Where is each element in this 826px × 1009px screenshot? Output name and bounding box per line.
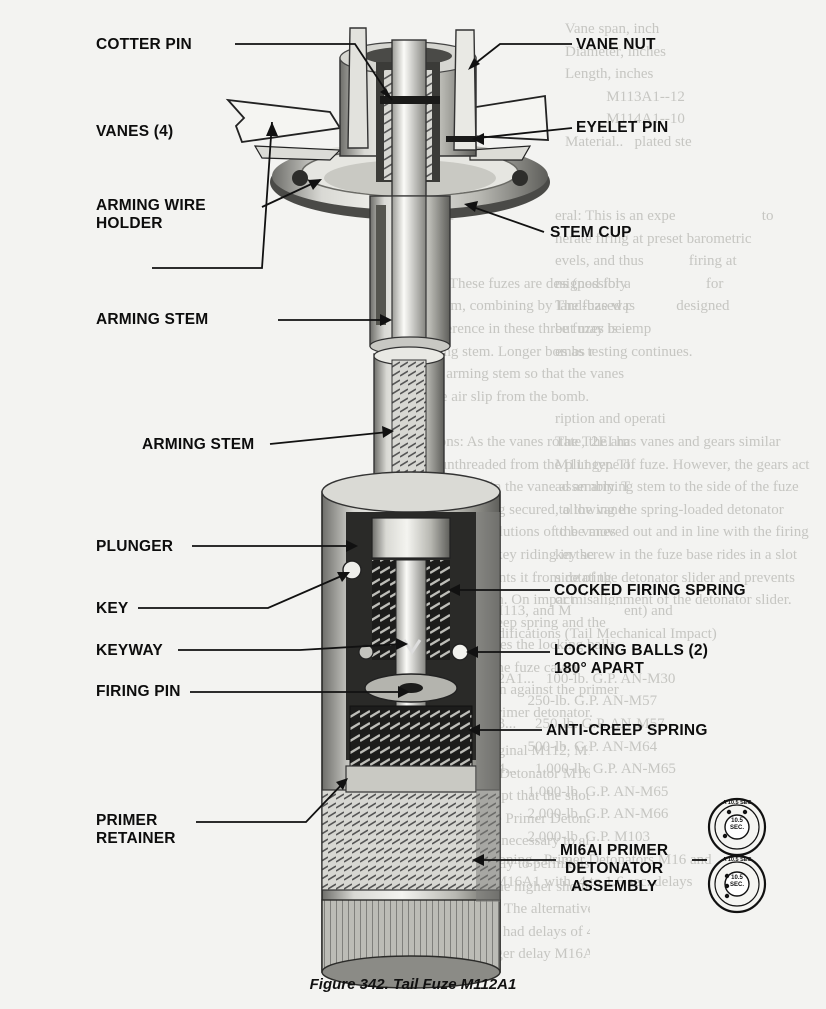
- dial-top-ring-text: A 10.5 SEC: [722, 800, 752, 806]
- label-eyelet-pin: EYELET PIN: [576, 119, 669, 136]
- leader-lines-right: [448, 43, 707, 866]
- background-text-line: 14... 1,000-lb. G.P. AN-M65: [490, 761, 676, 778]
- dial-bottom-value: 10.5: [731, 875, 743, 881]
- label-arming-wire-holder: ARMING WIRE HOLDER: [96, 197, 206, 233]
- leader-vane-nut: [471, 43, 572, 67]
- label-primer-detonator-line3: ASSEMBLY: [571, 878, 658, 895]
- leader-lines: [138, 43, 410, 823]
- dial-bottom-ring-text: A 10.5 SEC: [722, 857, 752, 863]
- leader-key: [138, 573, 347, 609]
- background-text-line: ns (possibly for: [555, 275, 724, 292]
- dial-bottom-unit: SEC.: [729, 882, 744, 888]
- background-text-lower-left: M113, and M ent) and odifications (Tail M…: [490, 600, 826, 970]
- background-text-line: Diameter, inches: [445, 43, 667, 60]
- label-firing-pin: FIRING PIN: [96, 683, 181, 700]
- background-text-line: es as testing continues.: [555, 343, 693, 360]
- label-vanes: VANES (4): [96, 123, 174, 140]
- dial-bottom-center-text: 10.5 SEC.: [724, 875, 750, 889]
- background-text-line: 250-lb. G.P. AN-M57: [490, 693, 658, 710]
- background-text-line: side of the detonator slider and prevent…: [555, 569, 795, 586]
- background-text-line: , allowing the spring-loaded detonator: [555, 501, 784, 518]
- leader-eyelet-pin: [477, 127, 573, 139]
- label-stem-cup: STEM CUP: [550, 224, 632, 241]
- background-text-line: M16A1 with .4 to 1.6 sec. delays: [490, 874, 693, 891]
- label-key: KEY: [96, 600, 129, 617]
- background-text-line: nerate firing at preset barometric: [555, 230, 752, 247]
- leader-cotter-pin: [235, 43, 393, 101]
- label-vane-nut: VANE NUT: [576, 36, 656, 53]
- background-text-line: Material.. plated ste: [445, 133, 692, 150]
- label-locking-balls: LOCKING BALLS (2) 180° APART: [554, 642, 708, 678]
- label-arming-stem-mid: ARMING STEM: [142, 436, 255, 453]
- label-anti-creep-spring: ANTI-CREEP SPRING: [546, 722, 708, 739]
- label-primer-detonator-line2: DETONATOR: [565, 860, 664, 877]
- label-cocked-firing-spring: COCKED FIRING SPRING: [554, 582, 746, 599]
- background-text-line: 1,000-lb. G.P. AN-M65: [490, 783, 669, 800]
- background-text-line: The fuze was designed: [555, 298, 730, 315]
- background-text-line: evels, and thus firing at: [555, 253, 737, 270]
- label-primer-retainer-line2: RETAINER: [96, 830, 176, 847]
- label-primer-detonator: MI6AI PRIMER DETONATOR ASSEMBLY: [560, 842, 668, 896]
- background-text-line: ription and operati: [555, 411, 666, 428]
- background-text-top-right: Vane span, inch Diameter, inches Length,…: [445, 18, 826, 194]
- leader-stem-cup: [469, 205, 545, 233]
- label-primer-retainer-line1: PRIMER: [96, 812, 158, 829]
- label-arming-stem-top: ARMING STEM: [96, 311, 209, 328]
- leader-arming-stem-mid: [269, 431, 389, 445]
- leader-vanes: [152, 121, 273, 269]
- background-text-line: or misalignment of the detonator slider.: [555, 592, 792, 605]
- background-text-line: 12A1... 100-lb. G.P. AN-M30: [490, 670, 676, 687]
- label-arming-wire-holder-line1: ARMING WIRE: [96, 197, 206, 214]
- label-primer-detonator-line1: MI6AI PRIMER: [560, 842, 669, 859]
- background-text-line: Length, inches: [445, 66, 654, 83]
- vane-assembly: [225, 27, 550, 356]
- background-text-line: M113A1--12: [445, 88, 685, 105]
- leader-primer-retainer: [196, 779, 347, 823]
- background-text-line: but may be emp: [555, 320, 652, 337]
- figure-caption: Figure 342. Tail Fuze M112A1: [309, 976, 517, 993]
- background-text-line: 13... 250-lb. G.P. AN-M57: [490, 715, 665, 732]
- background-text-line: ad an arming stem to the side of the fuz…: [555, 479, 799, 496]
- background-text-line: M113, and M ent) and: [490, 603, 673, 619]
- background-text-line: Vane span, inch: [445, 21, 660, 37]
- background-text-line: eral: This is an expe to: [555, 208, 774, 224]
- background-text-line: 2,000-lb. G.P. AN-M66: [490, 806, 669, 823]
- background-text-line: M111 type of fuze. However, the gears ac…: [555, 456, 810, 473]
- label-keyway: KEYWAY: [96, 642, 163, 659]
- label-locking-balls-line2: 180° APART: [554, 660, 645, 677]
- leader-keyway: [178, 643, 403, 651]
- fuze-body: [321, 346, 501, 989]
- label-locking-balls-line1: LOCKING BALLS (2): [554, 642, 709, 659]
- background-text-line: 500-lb. G.P. AN-M64: [490, 738, 658, 755]
- background-text-line: key screw in the fuze base rides in a sl…: [555, 546, 797, 563]
- delay-dial-bottom: [707, 854, 767, 914]
- dial-top-unit: SEC.: [729, 825, 744, 831]
- label-cotter-pin: COTTER PIN: [96, 36, 192, 53]
- dial-top-center-text: 10.5 SEC.: [724, 818, 750, 832]
- background-text-line: M114A1--10: [445, 111, 685, 128]
- background-text-line: The T2EI has vanes and gears similar: [555, 433, 781, 450]
- background-text-right-column: eral: This is an expe to nerate firing at…: [555, 205, 826, 605]
- dial-top-value: 10.5: [731, 818, 743, 824]
- label-arming-wire-holder-line2: HOLDER: [96, 215, 163, 232]
- background-text-line: odifications (Tail Mechanical Impact): [490, 625, 717, 642]
- label-primer-retainer: PRIMER RETAINER: [96, 812, 176, 848]
- background-text-line: a longer arming stem so that the vanes: [330, 366, 625, 383]
- label-plunger: PLUNGER: [96, 538, 174, 555]
- background-text-line: 2,000-lb. G.P. M103: [490, 828, 651, 845]
- background-text-line: to be moved out and in line with the fir…: [555, 524, 809, 541]
